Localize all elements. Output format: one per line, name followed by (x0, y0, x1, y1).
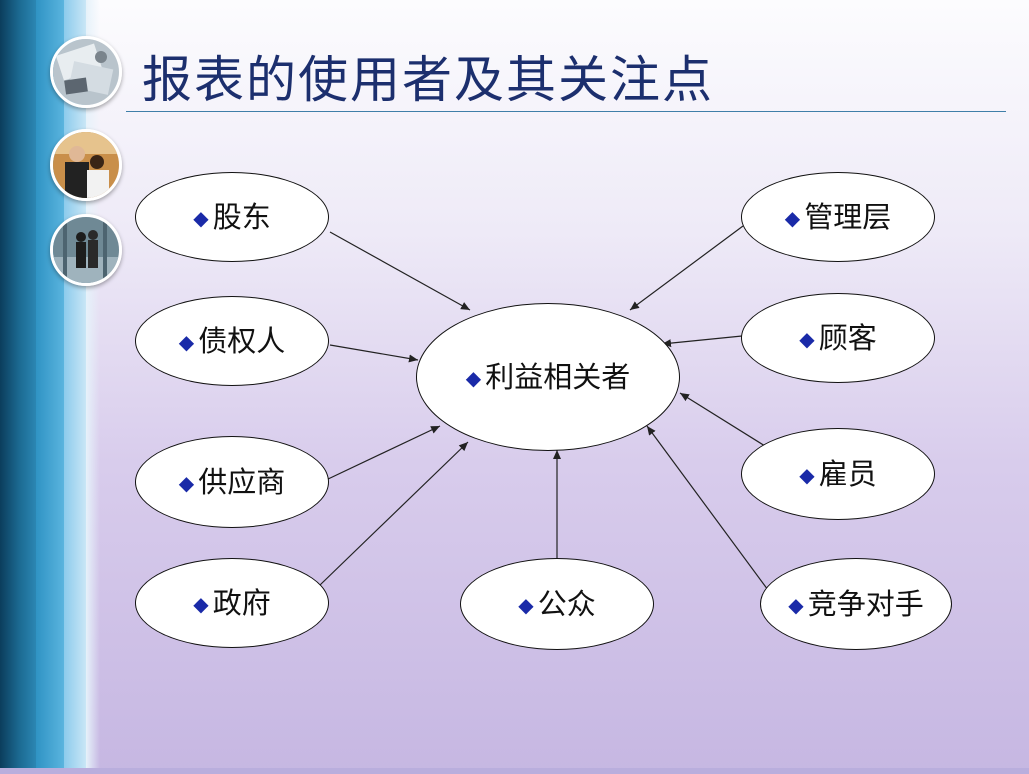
node-label-government: 政府 (212, 585, 271, 620)
node-label-suppliers: 供应商 (198, 464, 286, 499)
node-label-management: 管理层 (804, 199, 892, 234)
node-label-customers: 顾客 (818, 320, 877, 355)
diamond-bullet-icon: ◆ (193, 591, 209, 616)
page-title: 报表的使用者及其关注点 (142, 51, 714, 109)
diamond-bullet-icon: ◆ (518, 592, 534, 617)
diamond-bullet-icon: ◆ (799, 326, 815, 351)
node-creditors: ◆债权人 (135, 296, 329, 386)
sidebar-band-mid (36, 0, 64, 774)
arrow-customers (661, 335, 743, 348)
node-shareholders: ◆股东 (135, 172, 329, 262)
arrow-shareholders (329, 231, 471, 311)
arrow-employees (679, 392, 766, 447)
business-people-photo-icon (50, 129, 122, 201)
center-node-label: ◆利益相关者 (465, 359, 631, 394)
arrow-government (319, 441, 469, 586)
arrow-management (629, 225, 744, 311)
node-public: ◆公众 (460, 558, 654, 650)
node-label-shareholders: 股东 (212, 199, 271, 234)
bottom-edge-bar (0, 768, 1029, 774)
title-underline (126, 111, 1006, 112)
node-label-competitors: 竞争对手 (807, 586, 924, 621)
node-management: ◆管理层 (741, 172, 935, 262)
diamond-bullet-icon: ◆ (465, 365, 482, 390)
node-government: ◆政府 (135, 558, 329, 648)
walking-people-photo-icon (50, 214, 122, 286)
node-customers: ◆顾客 (741, 293, 935, 383)
diamond-bullet-icon: ◆ (799, 462, 815, 487)
arrow-suppliers (325, 425, 441, 481)
node-employees: ◆雇员 (741, 428, 935, 520)
diamond-bullet-icon: ◆ (788, 592, 804, 617)
center-node-stakeholders: ◆利益相关者 (416, 303, 680, 451)
node-label-employees: 雇员 (818, 456, 877, 491)
node-label-creditors: 债权人 (198, 323, 286, 358)
diamond-bullet-icon: ◆ (784, 205, 801, 230)
sidebar-band-dark (0, 0, 36, 774)
node-suppliers: ◆供应商 (135, 436, 329, 528)
arrow-creditors (329, 344, 419, 363)
node-label-public: 公众 (537, 586, 596, 621)
diamond-bullet-icon: ◆ (178, 329, 195, 354)
papers-photo-icon (50, 36, 122, 108)
diamond-bullet-icon: ◆ (178, 470, 195, 495)
node-competitors: ◆竞争对手 (760, 558, 952, 650)
diamond-bullet-icon: ◆ (193, 205, 209, 230)
arrow-competitors (646, 425, 769, 591)
